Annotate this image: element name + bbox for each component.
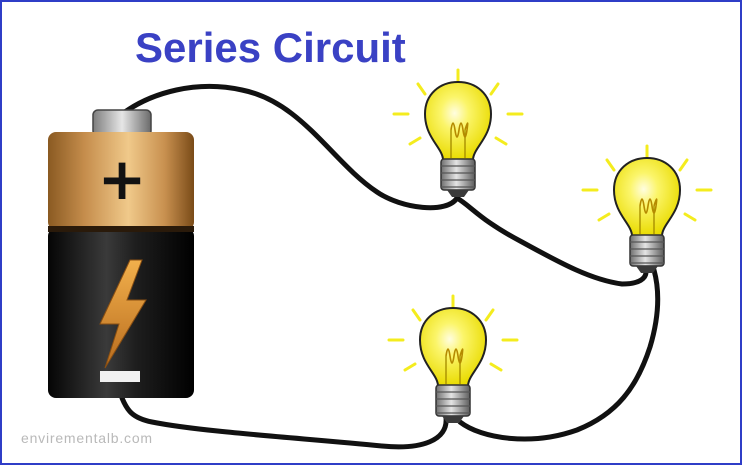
wire-bulb-2-to-bulb-3	[457, 267, 661, 442]
lightning-bolt-icon	[99, 259, 147, 369]
wire-bulb-1-to-bulb-2	[454, 195, 649, 287]
battery-positive-half	[48, 132, 194, 230]
wire-bulb-3-to-battery	[119, 395, 449, 450]
bulb-2	[581, 144, 713, 275]
battery-minus-symbol	[100, 371, 140, 382]
bulb-1	[392, 68, 524, 199]
wire-battery-to-bulb-1	[119, 83, 460, 211]
watermark-text: envirementalb.com	[21, 430, 153, 446]
page-title: Series Circuit	[135, 24, 406, 71]
battery: +	[48, 109, 194, 398]
wires	[119, 83, 661, 450]
bulb-3	[387, 294, 519, 425]
battery-plus-symbol: +	[98, 145, 147, 213]
